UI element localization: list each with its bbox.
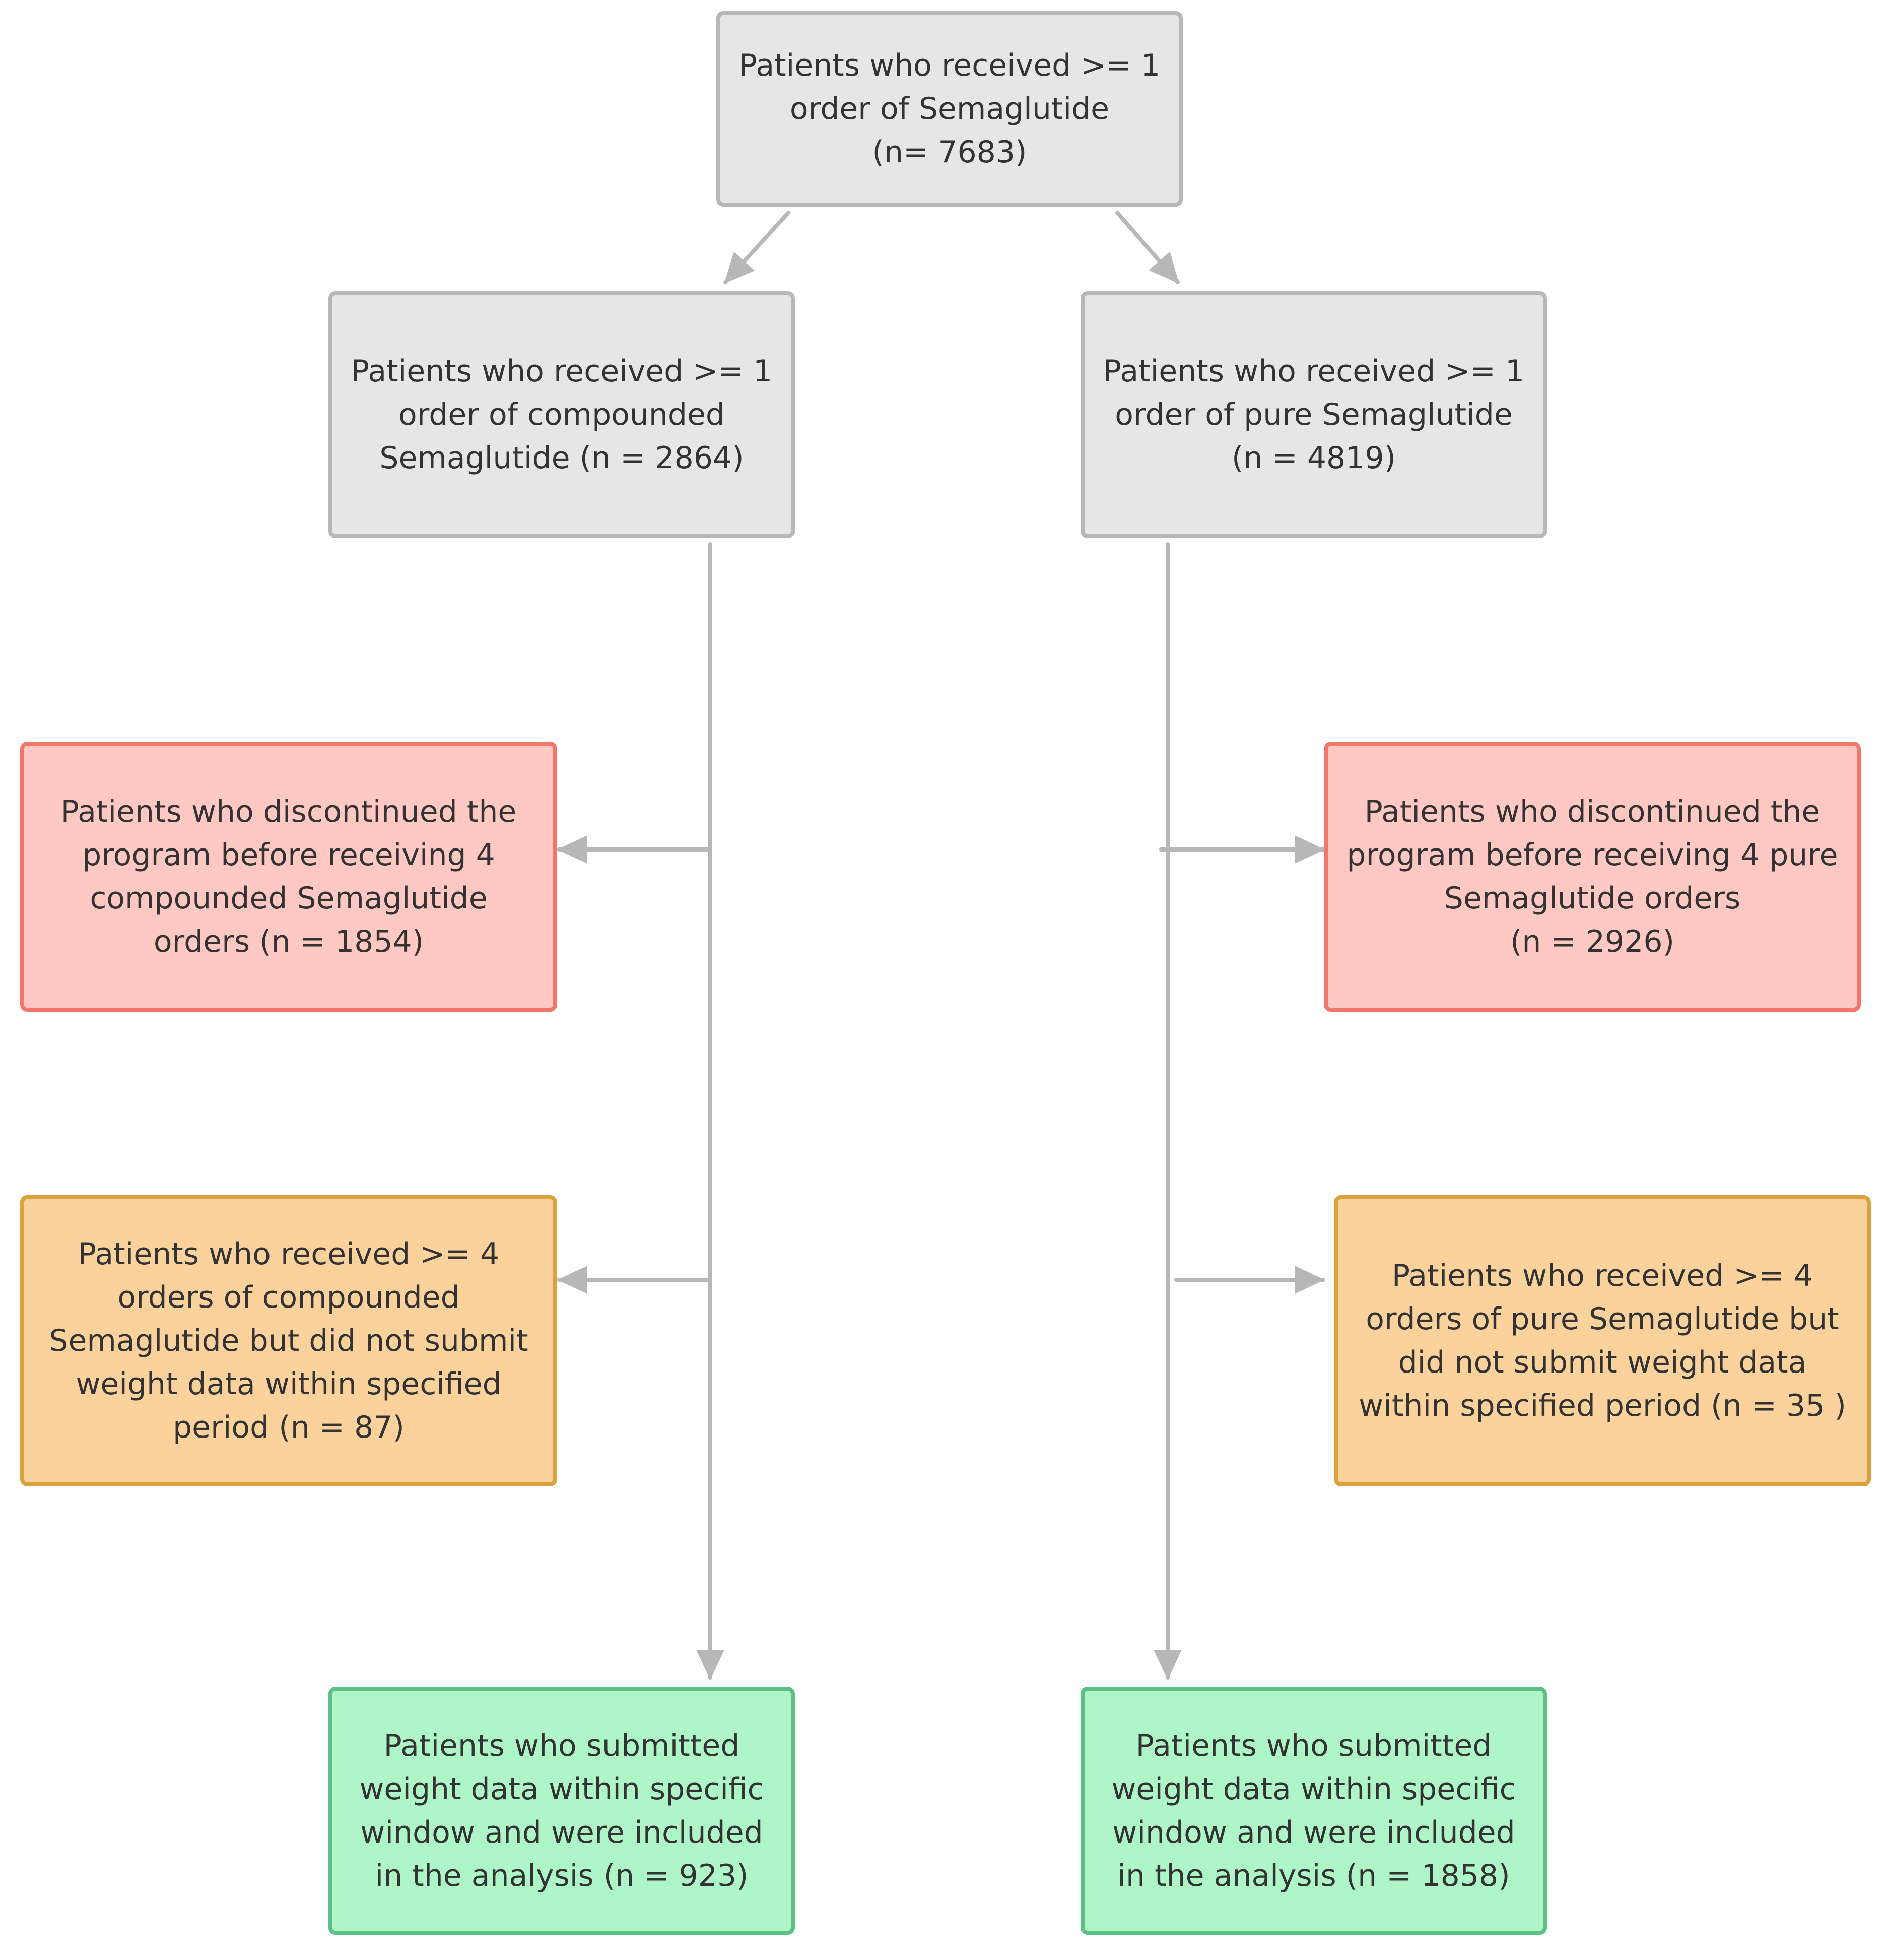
- pure-discontinued-label: Patients who discontinued the program be…: [1346, 794, 1838, 959]
- pure-no-weight-node: Patients who received >= 4 orders of pur…: [1334, 1195, 1871, 1486]
- root-node-label: Patients who received >= 1 order of Sema…: [738, 48, 1161, 170]
- pure-included-label: Patients who submitted weight data withi…: [1111, 1728, 1516, 1893]
- arrow-root-to-compounded: [723, 211, 790, 284]
- compounded-node: Patients who received >= 1 order of comp…: [328, 291, 795, 538]
- compounded-no-weight-label: Patients who received >= 4 orders of com…: [49, 1236, 528, 1445]
- connector-lines: [557, 211, 1325, 1680]
- pure-no-weight-label: Patients who received >= 4 orders of pur…: [1359, 1258, 1846, 1423]
- compounded-discontinued-node: Patients who discontinued the program be…: [20, 742, 557, 1012]
- compounded-discontinued-label: Patients who discontinued the program be…: [60, 794, 517, 959]
- pure-node: Patients who received >= 1 order of pure…: [1081, 291, 1547, 538]
- root-node: Patients who received >= 1 order of Sema…: [716, 11, 1183, 207]
- arrow-root-to-pure: [1115, 211, 1180, 284]
- pure-discontinued-node: Patients who discontinued the program be…: [1324, 742, 1861, 1012]
- compounded-included-node: Patients who submitted weight data withi…: [328, 1687, 795, 1935]
- compounded-node-label: Patients who received >= 1 order of comp…: [351, 354, 773, 476]
- compounded-no-weight-node: Patients who received >= 4 orders of com…: [20, 1195, 557, 1486]
- pure-node-label: Patients who received >= 1 order of pure…: [1103, 354, 1525, 476]
- compounded-included-label: Patients who submitted weight data withi…: [359, 1728, 764, 1893]
- pure-included-node: Patients who submitted weight data withi…: [1081, 1687, 1547, 1935]
